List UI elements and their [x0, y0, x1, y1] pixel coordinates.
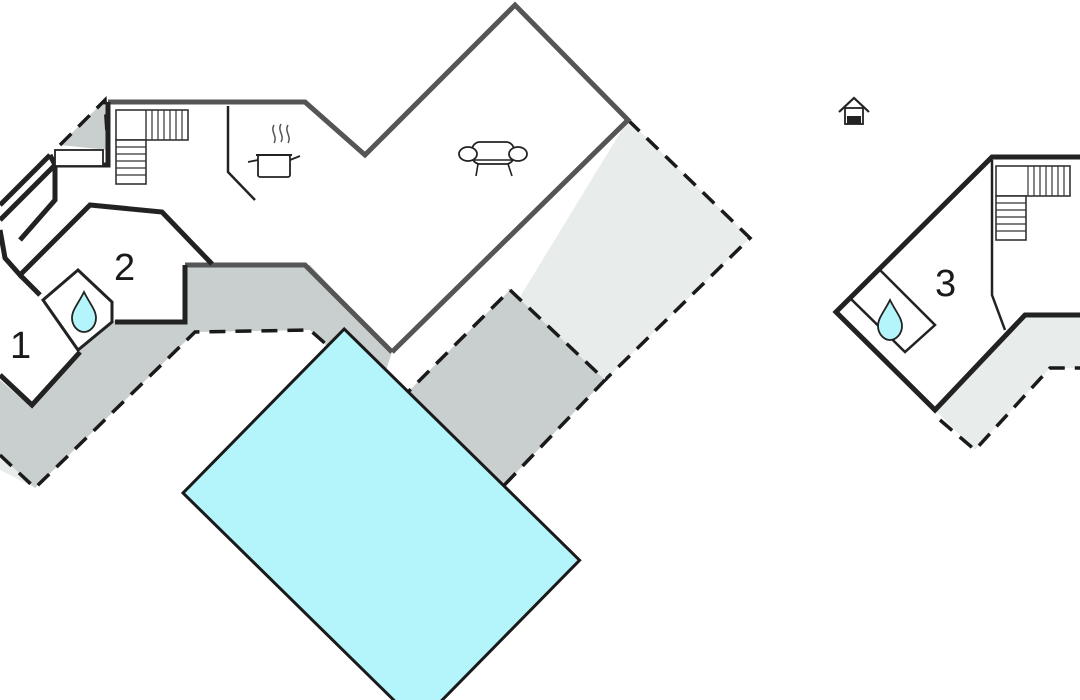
kitchen-pot-icon [247, 123, 301, 178]
stairs-icon-annex [995, 165, 1071, 241]
room-label-1: 1 [10, 325, 31, 367]
room-label-3: 3 [935, 263, 956, 305]
annex-terrace [935, 315, 1080, 453]
counter [54, 149, 104, 167]
shower-drop-icon [71, 289, 97, 333]
house-icon [838, 96, 870, 125]
stairs-icon [115, 109, 189, 185]
terrace-small-top [58, 96, 110, 151]
sofa-icon [458, 141, 528, 177]
shower-closet-room-2 [40, 267, 114, 353]
swimming-pool [180, 326, 582, 700]
room-label-2: 2 [114, 247, 135, 289]
shower-drop-icon-annex [877, 297, 903, 341]
